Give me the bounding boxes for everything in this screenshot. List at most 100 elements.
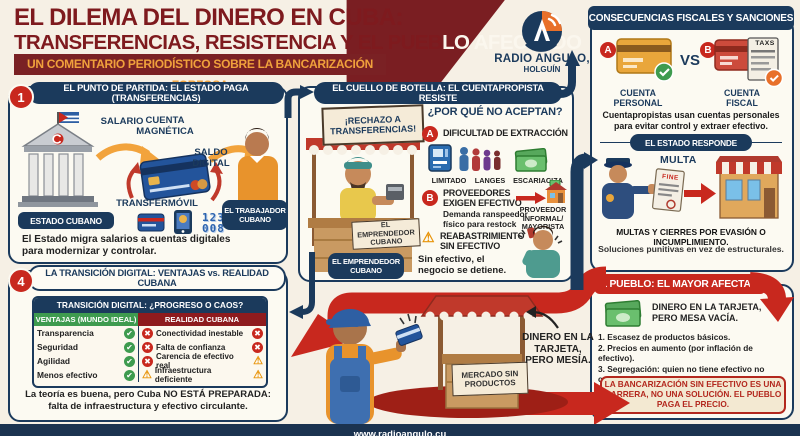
digital-digits: 123 008: [202, 212, 225, 234]
realidad-row: Carencia de efectivo real: [156, 352, 234, 370]
cross-icon: ✖: [142, 341, 153, 353]
atm-icon: [428, 144, 452, 172]
consequences-badge-a: A: [600, 42, 616, 58]
cash-icon: [604, 300, 642, 327]
fiscal-card-icon: [714, 37, 784, 88]
section2-conclusion: Sin efectivo, el negocio se detiene.: [418, 254, 507, 276]
tax-doc-label: TAXS: [755, 40, 775, 47]
ventaja-row: Menos efectivo: [37, 370, 98, 380]
tag-langes: LANGES: [474, 176, 506, 185]
mercado-sign: MERCADO SIN PRODUCTOS: [451, 361, 529, 397]
warning-icon: ⚠: [253, 354, 263, 367]
consequences-desc: Cuentapropistas usan cuentas personales …: [602, 110, 780, 131]
realidad-row: Falta de confianza: [156, 342, 226, 352]
phone-icon: [174, 210, 192, 234]
cuban-flag-icon: [59, 112, 79, 123]
pill-emprendedor: EL EMPRENDEDOR CUBANO: [328, 253, 404, 279]
label-saldo-digital: SALDO DIGITAL: [192, 147, 230, 169]
panel-el-pueblo: EL PUEBLO: EL MAYOR AFECTADO DINERO EN L…: [588, 274, 794, 420]
phone-holder-figure: [517, 226, 563, 278]
col-ventajas: VENTAJAS (MUNDO IDEAL): [34, 313, 138, 326]
col-realidad: REALIDAD CUBANA: [138, 313, 266, 326]
warning-icon: ⚠: [422, 229, 435, 245]
title-line1: EL DILEMA DEL DINERO EN CUBA:: [14, 4, 403, 31]
section1-number: 1: [8, 84, 34, 110]
label-salario: SALARIO: [100, 116, 144, 127]
comparison-table: TRANSICIÓN DIGITAL: ¿PROGRESO O CAOS? VE…: [32, 296, 268, 388]
estado-responde-pill: EL ESTADO RESPONDE: [630, 134, 752, 151]
consequences-caption-bold: MULTAS Y CIERRES POR EVASIÓN O INCUMPLIM…: [616, 227, 766, 247]
consequences-title: CONSECUENCIAS FISCALES Y SANCIONES: [588, 6, 794, 30]
stall-sign-emprendedor: EL EMPRENDEDOR CUBANO: [351, 218, 421, 250]
digits-line2: 008: [202, 222, 225, 235]
title-line2-dark: TRANSFERENCIAS, RESISTENCIA Y EL PUEB: [14, 31, 443, 54]
panel-consecuencias: CONSECUENCIAS FISCALES Y SANCIONES A CUE…: [588, 6, 794, 272]
badge-a: A: [422, 126, 438, 142]
label-estado-cubano: ESTADO CUBANO: [18, 212, 114, 229]
cross-icon: ✖: [252, 327, 263, 339]
section1-illustration: [18, 112, 278, 234]
item-b-title: PROVEEDORES EXIGEN EFECTIVO: [443, 188, 522, 208]
digits-line1: 123: [202, 211, 225, 224]
panel-cuello-de-botella: EL CUELLO DE BOTELLA: EL CUENTAPROPISTA …: [298, 82, 574, 282]
supplier-arrow-icon: [516, 192, 546, 204]
subtitle-bar: UN COMENTARIO PERIODÍSTICO SOBRE LA BANC…: [14, 54, 386, 92]
estado-responde-illustration: [602, 156, 782, 219]
badge-b: B: [422, 190, 438, 206]
item-a-title: DIFICULTAD DE EXTRACCIÓN: [443, 128, 568, 138]
radio-angulo-logo-icon: [522, 11, 562, 52]
check-icon: ✔: [124, 327, 135, 339]
check-icon: ✔: [124, 369, 135, 381]
pueblo-item: 1. Escasez de productos básicos.: [598, 332, 731, 342]
section1-title: EL PUNTO DE PARTIDA: EL ESTADO PAGA (TRA…: [28, 82, 284, 104]
ventaja-row: Transparencia: [37, 328, 94, 338]
brand-city: HOLGUÍN: [523, 65, 561, 74]
section4-conclusion: La teoría es buena, pero Cuba NO ESTÁ PR…: [25, 389, 271, 412]
section1-caption: El Estado migra salarios a cuentas digit…: [22, 234, 231, 257]
personal-card-icon: [616, 38, 674, 82]
pueblo-item: 2. Precios en aumento (por inflación de …: [598, 342, 753, 364]
page-title: EL DILEMA DEL DINERO EN CUBA: TRANSFEREN…: [14, 4, 582, 55]
tag-escariaciza: ESCARIACIZA: [513, 176, 563, 185]
consequences-badge-b: B: [700, 42, 716, 58]
realidad-row: Conectividad inestable: [156, 328, 244, 338]
vs-label: VS: [680, 52, 701, 69]
check-icon: ✔: [124, 355, 135, 367]
item-c-title: REABASTRIMIENTO SIN EFECTIVO: [440, 231, 525, 251]
note-arrow-icon: [526, 306, 559, 329]
pueblo-conclusion: LA BANCARIZACIÓN SIN EFECTIVO ES UNA BAR…: [600, 376, 786, 414]
warning-icon: ⚠: [142, 368, 152, 381]
mini-card-icon: [137, 213, 165, 232]
label-trabajador-cubano: EL TRABAJADOR CUBANO: [222, 200, 288, 230]
rechazo-sign: ¡RECHAZO A TRANSFERENCIAS!: [321, 104, 425, 146]
card-b-label: CUENTA FISCAL: [724, 88, 760, 108]
warning-icon: ⚠: [253, 368, 263, 381]
panel-punto-de-partida: 1 EL PUNTO DE PARTIDA: EL ESTADO PAGA (T…: [8, 82, 288, 264]
panel-transicion-digital: 4 LA TRANSICIÓN DIGITAL: VENTAJAS vs. RE…: [8, 265, 288, 422]
pueblo-title: EL PUEBLO: EL MAYOR AFECTADO: [594, 274, 766, 294]
cross-icon: ✖: [142, 355, 153, 367]
informal-supplier-icon: [545, 180, 567, 203]
pueblo-lead: DINERO EN LA TARJETA, PERO MESA VACÍA.: [652, 302, 762, 323]
section4-title: LA TRANSICIÓN DIGITAL: VENTAJAS vs. REAL…: [28, 265, 286, 291]
scene-note: DINERO EN LA TARJETA, PERO MESÍA.: [522, 332, 594, 366]
realidad-row: Infraestructura deficiente: [154, 366, 212, 384]
queue-icon: [459, 147, 501, 171]
cross-icon: ✖: [252, 341, 263, 353]
card-a-label: CUENTA PERSONAL: [613, 88, 663, 108]
tag-limitado: LIMITADO: [431, 176, 467, 185]
footer-bar: www.radioangulo.cu: [0, 424, 800, 436]
section2-question: ¿POR QUÉ NO ACEPTAN?: [427, 106, 563, 118]
table-header: TRANSICIÓN DIGITAL: ¿PROGRESO O CAOS?: [34, 298, 266, 313]
label-cuenta-magnetica: CUENTA MAGNÉTICA: [136, 115, 194, 137]
section4-number: 4: [8, 268, 34, 294]
scene-man-figure: [326, 308, 423, 424]
ventaja-row: Agilidad: [37, 356, 71, 366]
cross-icon: ✖: [142, 327, 153, 339]
check-icon: ✔: [124, 341, 135, 353]
item-b-desc: Demanda ranspeedor físico para restock: [443, 209, 528, 229]
ventaja-row: Seguridad: [37, 342, 78, 352]
consequences-caption2: Soluciones punitivas en vez de estructur…: [598, 244, 784, 254]
cash-icon: [514, 148, 548, 172]
